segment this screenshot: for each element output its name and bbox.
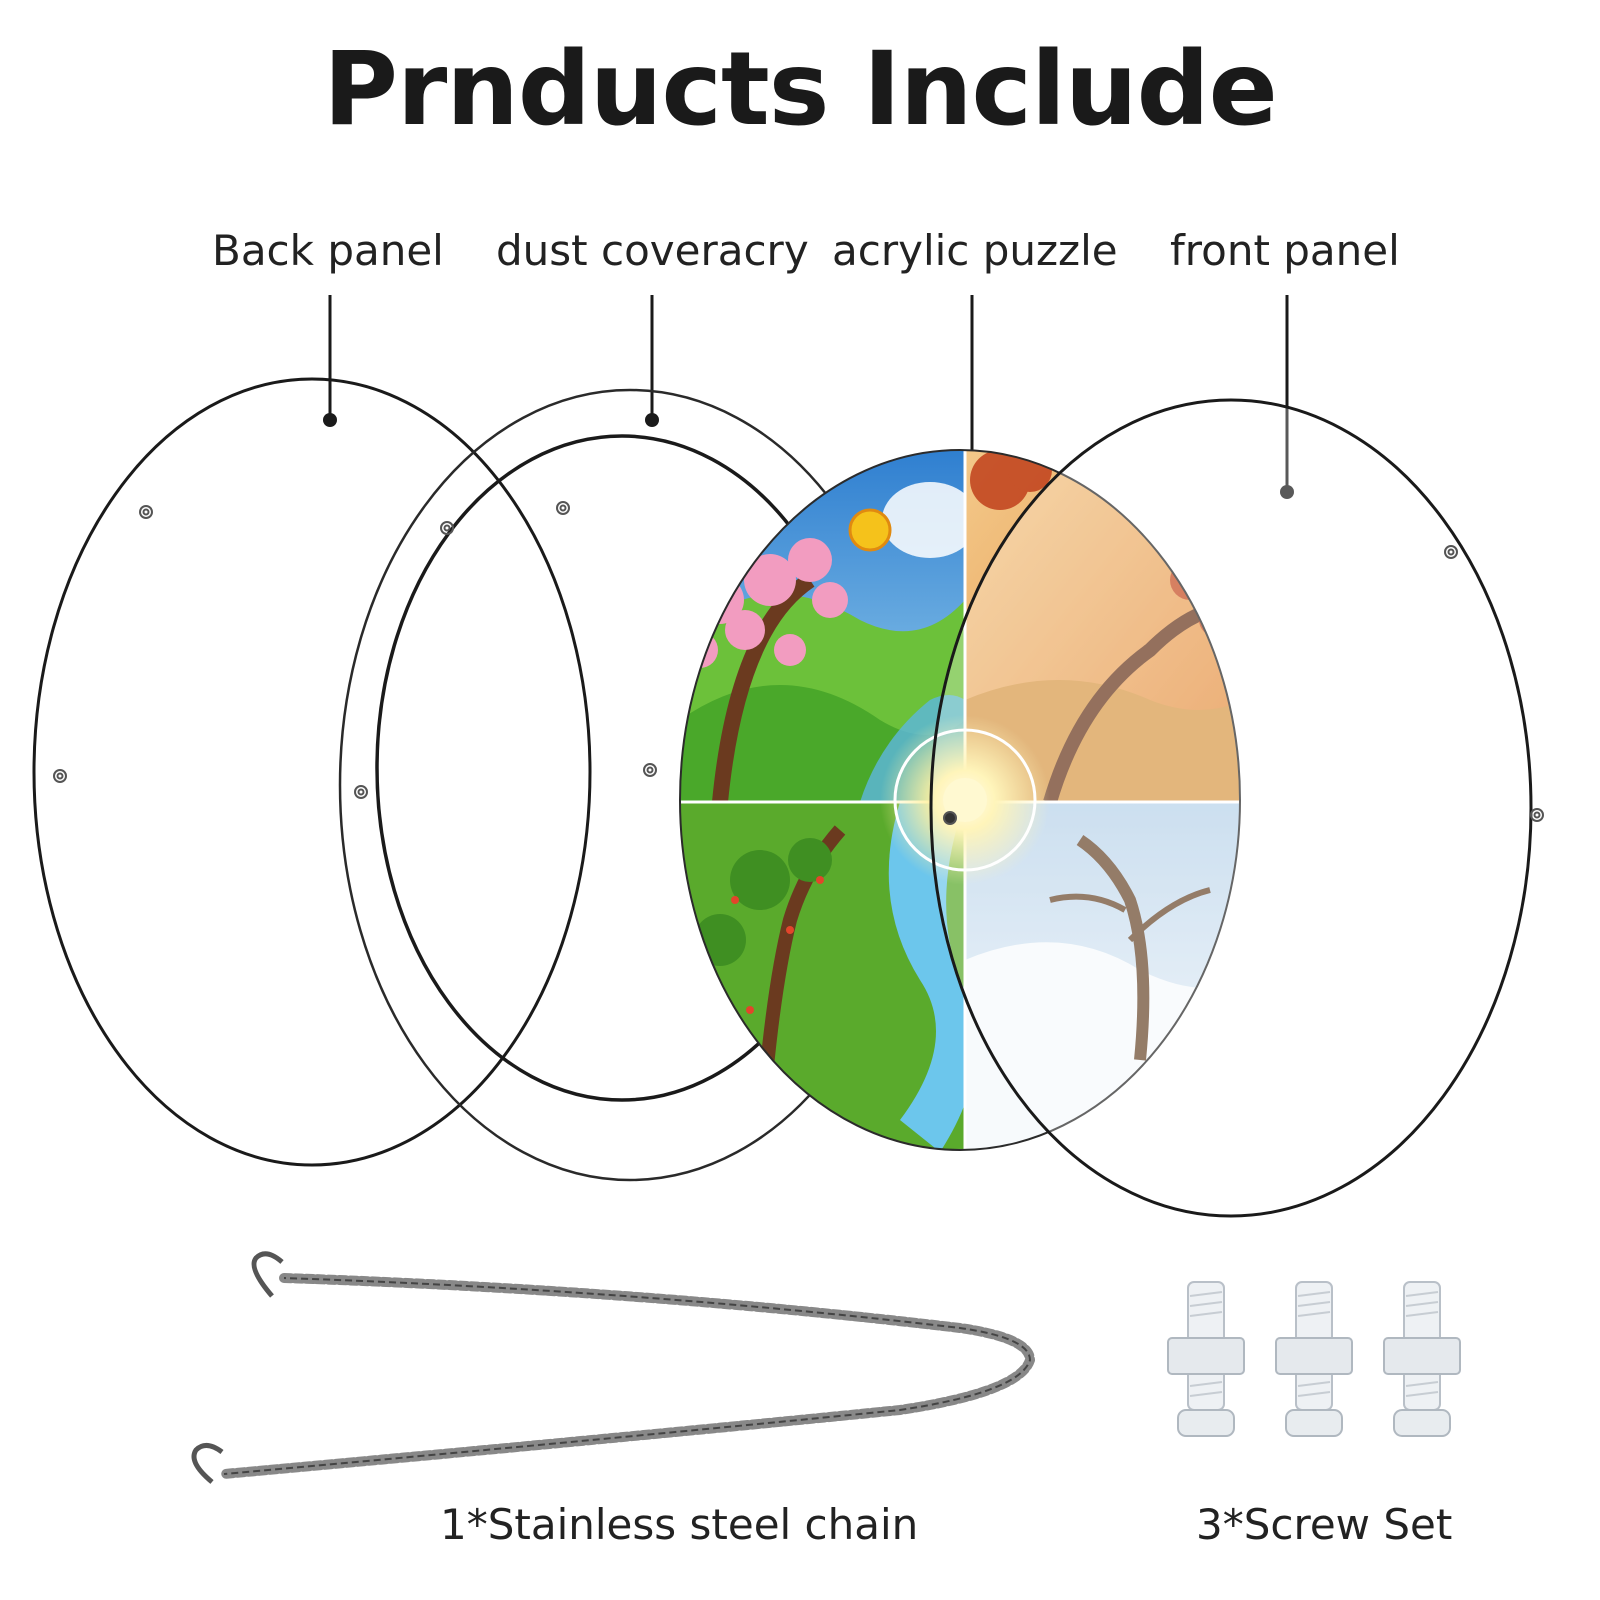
caption-screws: 3*Screw Set (1196, 1500, 1453, 1549)
label-front-panel: front panel (1170, 226, 1400, 275)
screw-3 (1383, 1281, 1461, 1437)
label-acrylic-puzzle: acrylic puzzle (832, 226, 1118, 275)
caption-chain: 1*Stainless steel chain (440, 1500, 919, 1549)
front-panel (929, 398, 1544, 1218)
screw-1 (1167, 1281, 1245, 1437)
dust-cover-holes (354, 501, 657, 799)
front-panel-holes (943, 545, 1544, 825)
stainless-steel-chain (191, 1251, 1036, 1484)
leader-lines (328, 295, 1289, 490)
leader-dots (323, 413, 1294, 499)
screw-set (1167, 1281, 1461, 1437)
page-title: Prnducts Include (323, 30, 1278, 149)
back-panel-holes (53, 505, 153, 783)
label-back-panel: Back panel (212, 226, 444, 275)
label-dust-cover: dust coveracry (496, 226, 809, 275)
back-panel (32, 377, 592, 1167)
screw-2 (1275, 1281, 1353, 1437)
